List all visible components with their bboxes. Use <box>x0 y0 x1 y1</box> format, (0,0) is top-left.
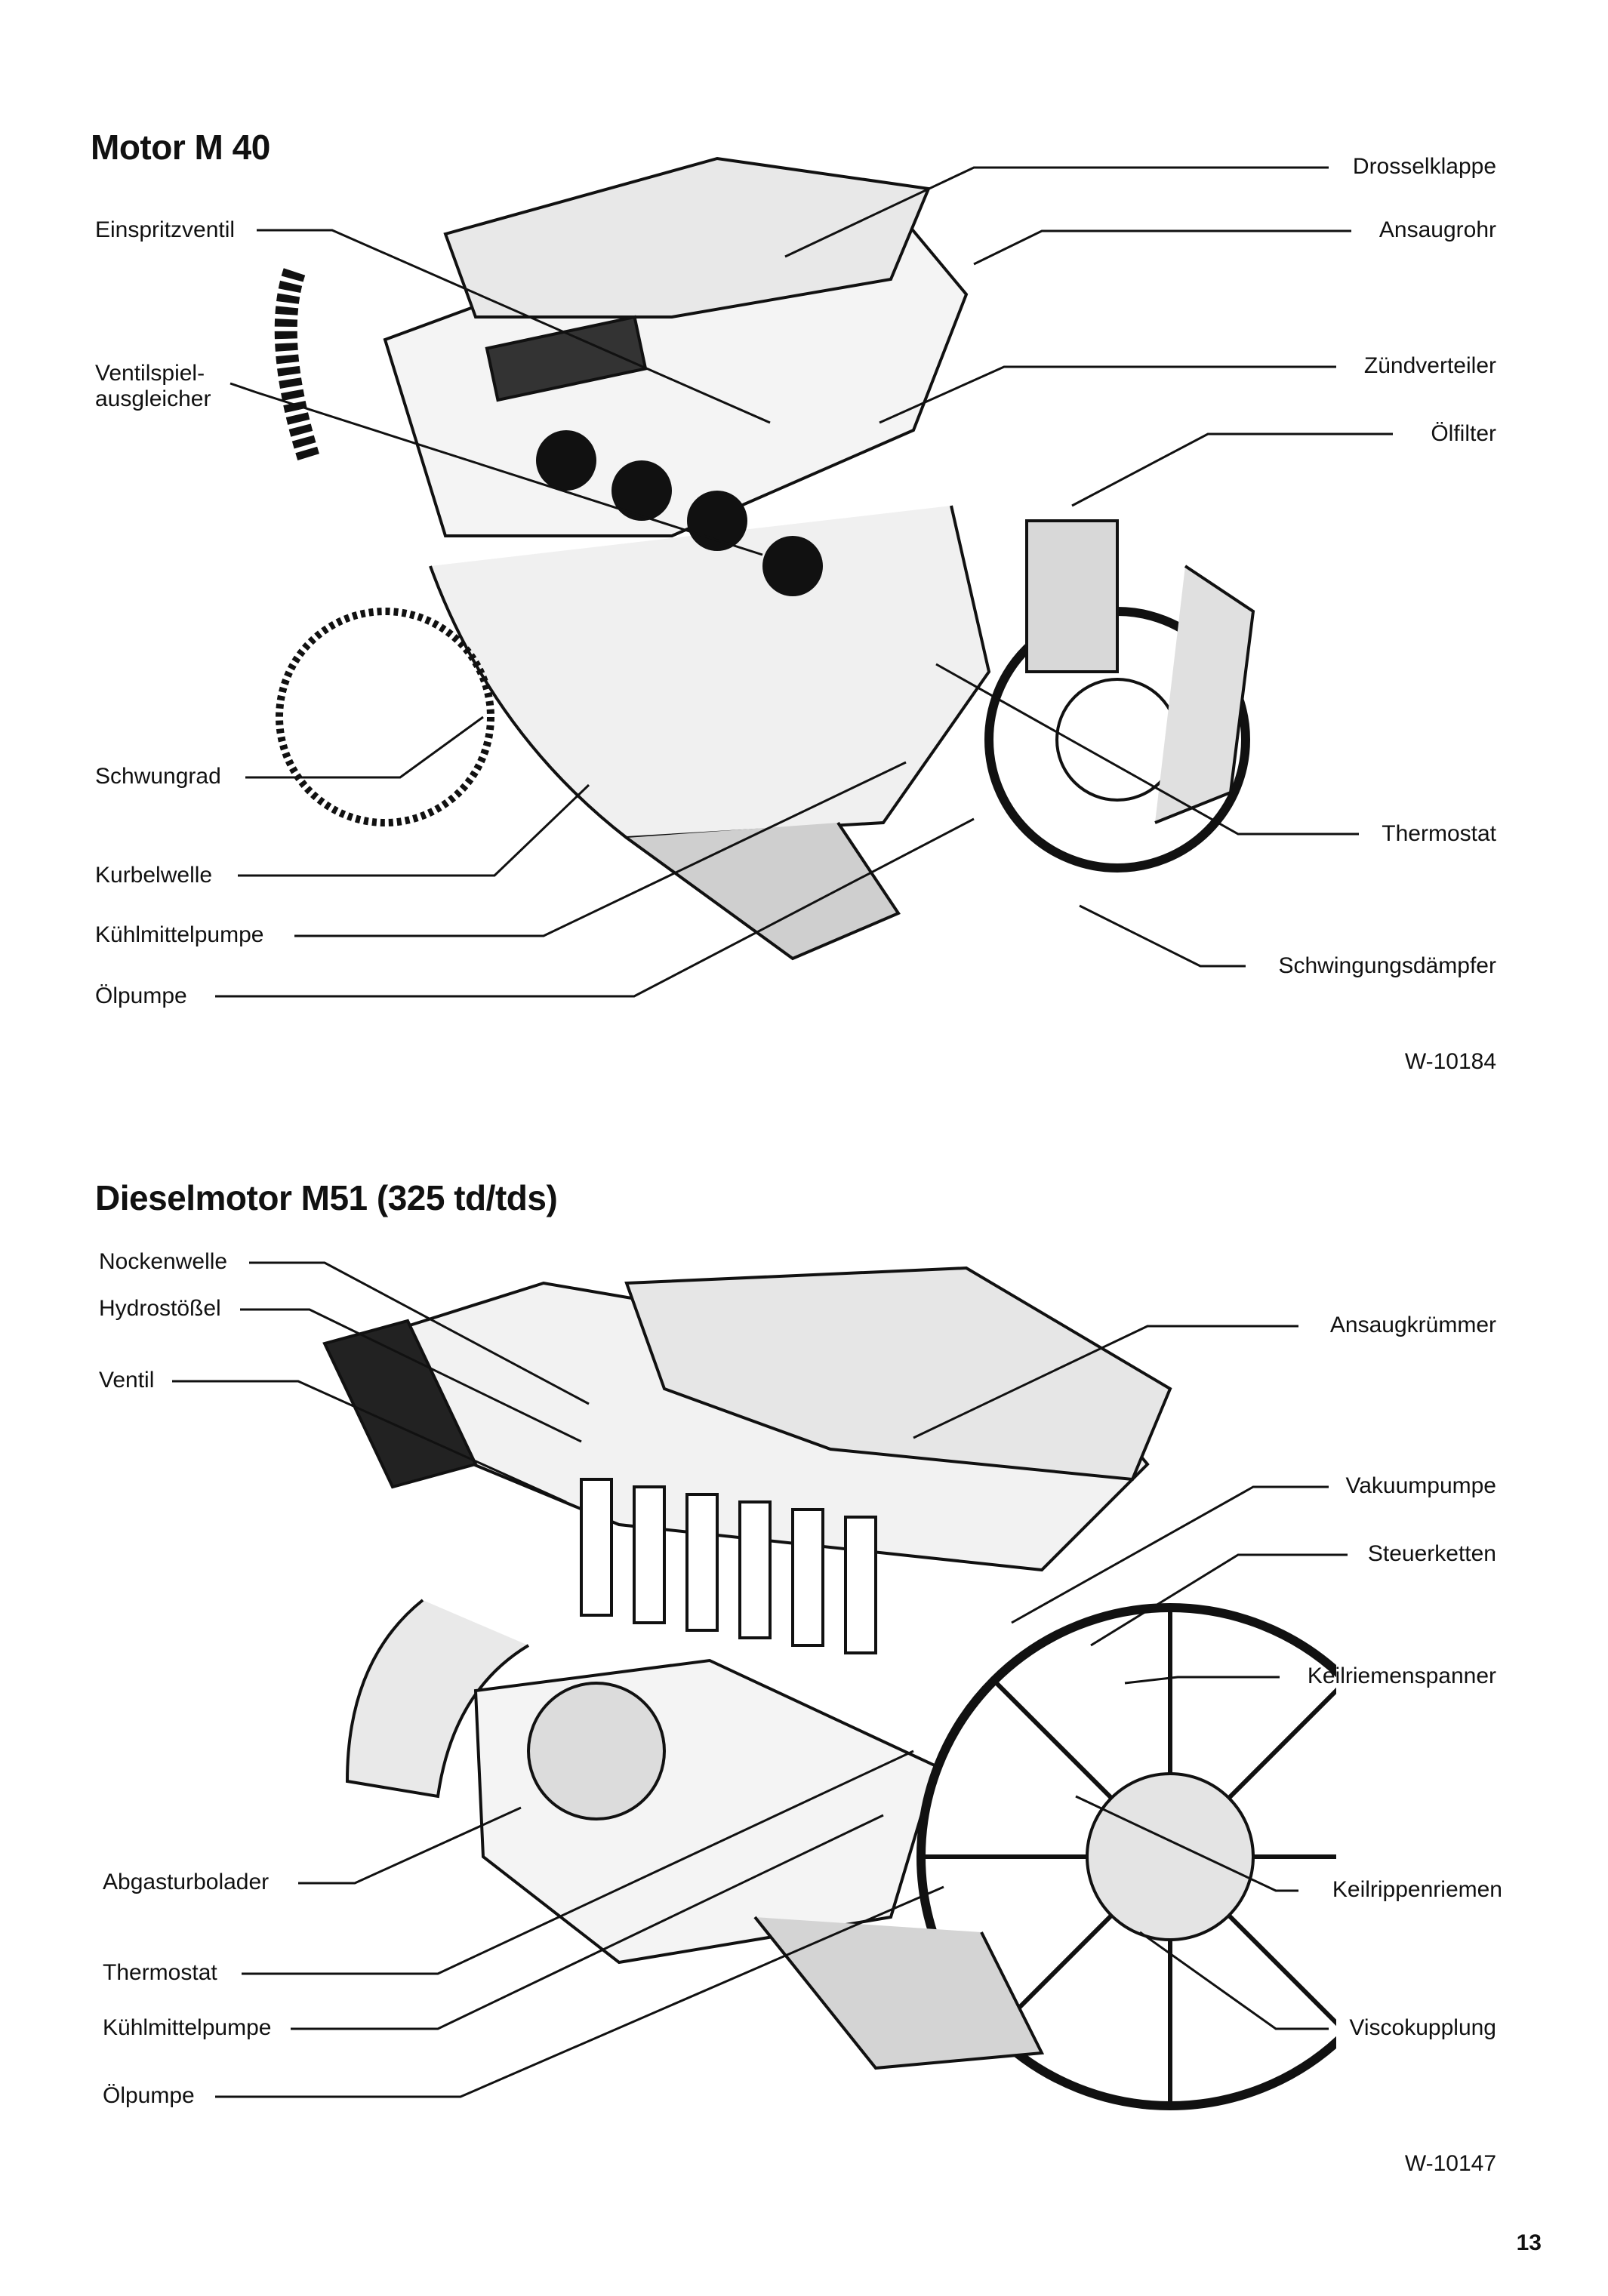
label-schwingungsdaempfer: Schwingungsdämpfer <box>1278 953 1496 978</box>
figure-id-2: W-10147 <box>1404 2151 1496 2176</box>
label-vakuumpumpe: Vakuumpumpe <box>1345 1473 1496 1498</box>
label-keilriemenspanner: Keilriemenspanner <box>1307 1664 1496 1688</box>
label-ventilspielausgleicher: Ventilspiel- ausgleicher <box>95 361 211 412</box>
label-oelpumpe-1: Ölpumpe <box>95 983 187 1008</box>
label-oelfilter: Ölfilter <box>1431 421 1496 446</box>
label-abgasturbolader: Abgasturbolader <box>103 1870 270 1894</box>
label-kuehlmittelpumpe-2: Kühlmittelpumpe <box>103 2015 272 2040</box>
label-nockenwelle: Nockenwelle <box>99 1249 228 1274</box>
section2-title: Dieselmotor M51 (325 td/tds) <box>95 1178 558 1217</box>
label-hydrostoessel: Hydrostößel <box>99 1296 221 1321</box>
label-ventil: Ventil <box>99 1368 155 1393</box>
section1-title: Motor M 40 <box>91 128 270 167</box>
label-steuerketten: Steuerketten <box>1367 1541 1496 1566</box>
figure-id-1: W-10184 <box>1404 1049 1496 1074</box>
label-drosselklappe: Drosselklappe <box>1352 154 1496 179</box>
label-thermostat-1: Thermostat <box>1382 821 1496 846</box>
label-keilrippenriemen: Keilrippenriemen <box>1332 1877 1502 1902</box>
label-zuendverteiler: Zündverteiler <box>1363 353 1496 378</box>
page-number: 13 <box>1516 2230 1542 2255</box>
label-kurbelwelle: Kurbelwelle <box>95 863 213 888</box>
label-oelpumpe-2: Ölpumpe <box>103 2083 195 2108</box>
label-ansaugkruemmer: Ansaugkrümmer <box>1329 1313 1496 1337</box>
label-einspritzventil: Einspritzventil <box>95 217 236 242</box>
label-thermostat-2: Thermostat <box>103 1960 217 1985</box>
label-ansaugrohr: Ansaugrohr <box>1379 217 1496 242</box>
engine-m40-illustration <box>274 156 1255 961</box>
label-kuehlmittelpumpe-1: Kühlmittelpumpe <box>95 922 264 947</box>
engine-m51-illustration <box>322 1266 1336 2110</box>
label-schwungrad: Schwungrad <box>95 764 221 789</box>
label-viscokupplung: Viscokupplung <box>1349 2015 1496 2040</box>
label-ventilspielausgleicher-text: Ventilspiel- ausgleicher <box>95 361 211 411</box>
